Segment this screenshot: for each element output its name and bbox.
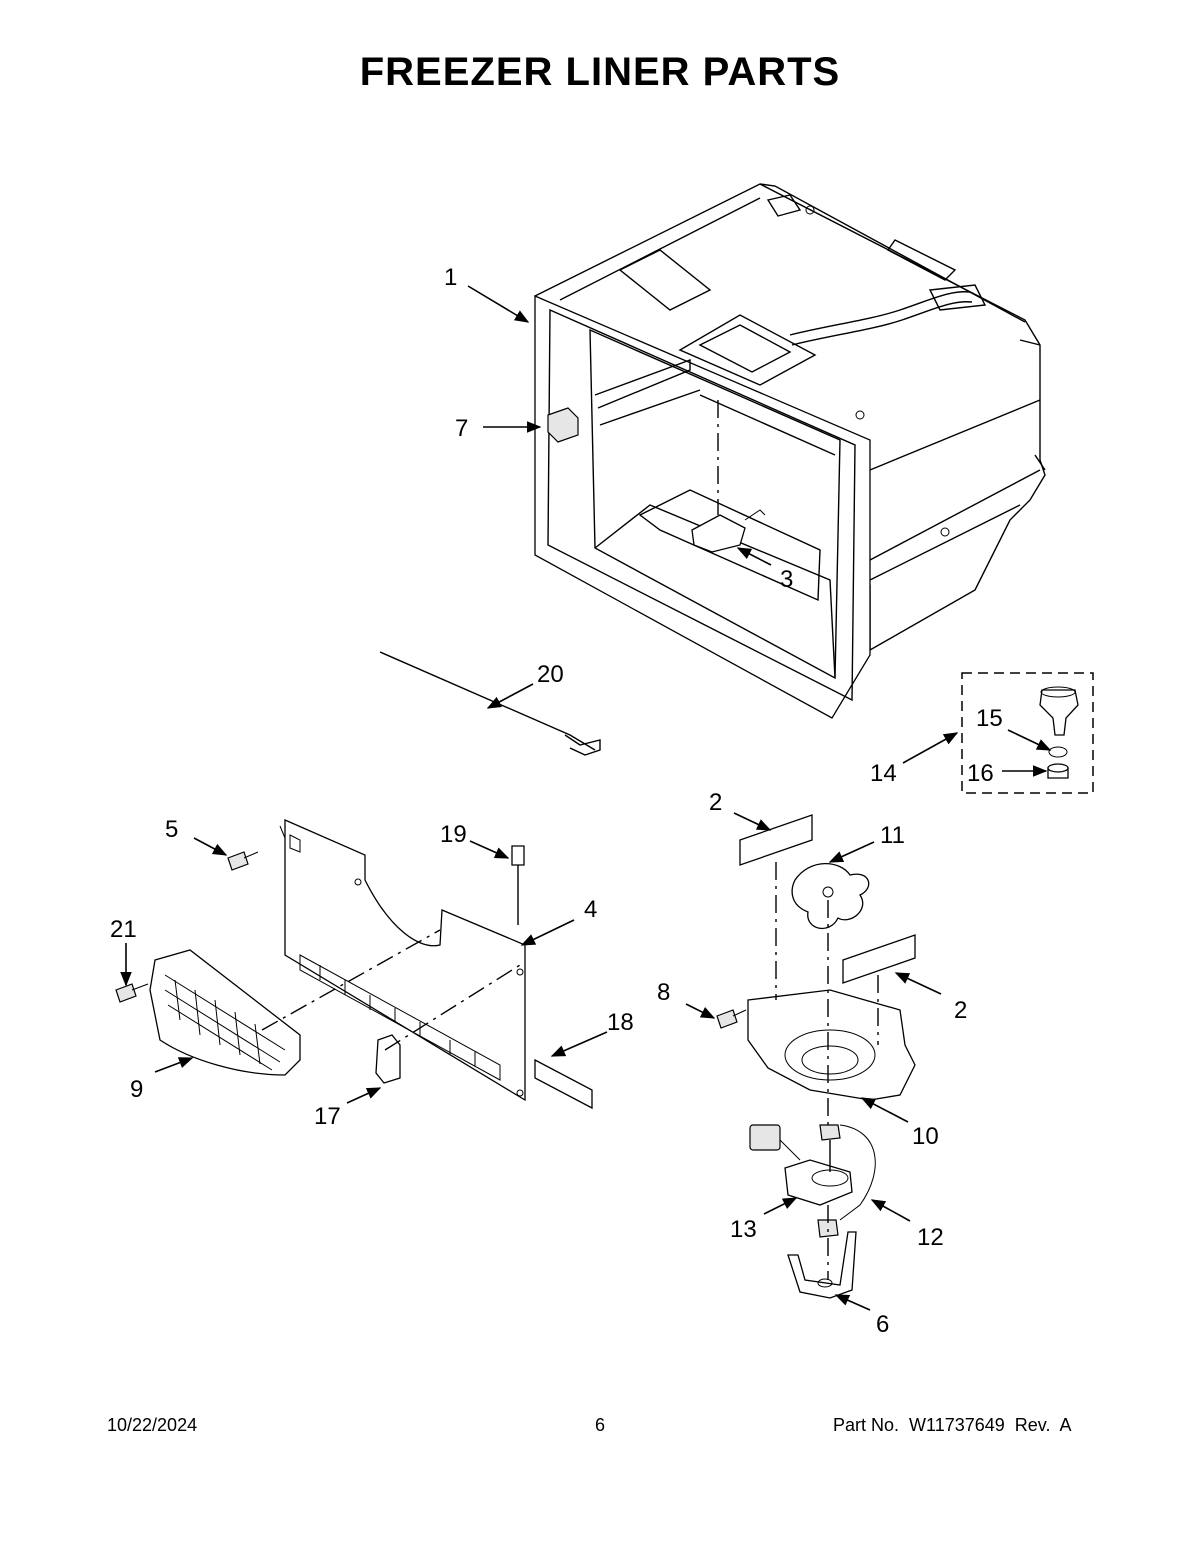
footer-date: 10/22/2024 xyxy=(107,1415,198,1435)
callout-21: 21 xyxy=(110,916,137,943)
kit-14-box xyxy=(961,672,1094,794)
callout-2-upper: 2 xyxy=(709,789,722,816)
footer-page-number: 6 xyxy=(595,1415,606,1435)
callout-9: 9 xyxy=(130,1076,143,1103)
callout-6: 6 xyxy=(876,1311,889,1338)
part-12-13-motor xyxy=(749,1124,876,1238)
part-9-grille xyxy=(149,949,301,1076)
part-5-screw xyxy=(227,851,259,871)
callout-labels: 1 2 2 3 4 5 6 7 8 9 10 11 12 13 14 15 16… xyxy=(110,264,1003,1338)
part-2-pad-upper xyxy=(739,814,813,866)
footer-part-number: Part No. W11737649 Rev. A xyxy=(833,1415,1072,1435)
callout-1: 1 xyxy=(444,264,457,291)
callout-5: 5 xyxy=(165,816,178,843)
callout-16: 16 xyxy=(967,760,994,787)
part-21-screw xyxy=(115,983,149,1003)
callout-4: 4 xyxy=(584,896,597,923)
callout-10: 10 xyxy=(912,1123,939,1150)
callout-15: 15 xyxy=(976,705,1003,732)
part-15-valve xyxy=(1039,686,1079,758)
callout-14: 14 xyxy=(870,760,897,787)
callout-19: 19 xyxy=(440,821,467,848)
callout-20: 20 xyxy=(537,661,564,688)
freezer-liner xyxy=(534,183,1046,719)
callout-2-lower: 2 xyxy=(954,997,967,1024)
callout-17: 17 xyxy=(314,1103,341,1130)
callout-7: 7 xyxy=(455,415,468,442)
part-4-evaporator-cover xyxy=(279,819,526,1102)
part-2-pad-lower xyxy=(842,934,916,984)
callout-13: 13 xyxy=(730,1216,757,1243)
part-6-bracket xyxy=(787,1231,857,1299)
assembly-line xyxy=(384,964,521,1051)
page-title: FREEZER LINER PARTS xyxy=(359,50,841,94)
part-17-clip xyxy=(375,1034,401,1084)
part-3-heater xyxy=(691,509,766,553)
callout-arrows xyxy=(120,285,1052,1311)
part-11-fan-blade xyxy=(791,863,870,929)
part-16-cap xyxy=(1047,763,1069,779)
callout-18: 18 xyxy=(607,1009,634,1036)
part-20-wire xyxy=(379,651,601,756)
part-18-strip xyxy=(534,1058,593,1110)
part-7-switch xyxy=(547,407,579,443)
part-10-fan-shroud xyxy=(747,989,916,1101)
callout-3: 3 xyxy=(780,566,793,593)
part-8-screw xyxy=(716,1009,747,1029)
assembly-line xyxy=(261,929,441,1031)
part-19-sensor xyxy=(511,845,525,925)
callout-8: 8 xyxy=(657,979,670,1006)
callout-11: 11 xyxy=(880,822,905,849)
callout-12: 12 xyxy=(917,1224,944,1251)
